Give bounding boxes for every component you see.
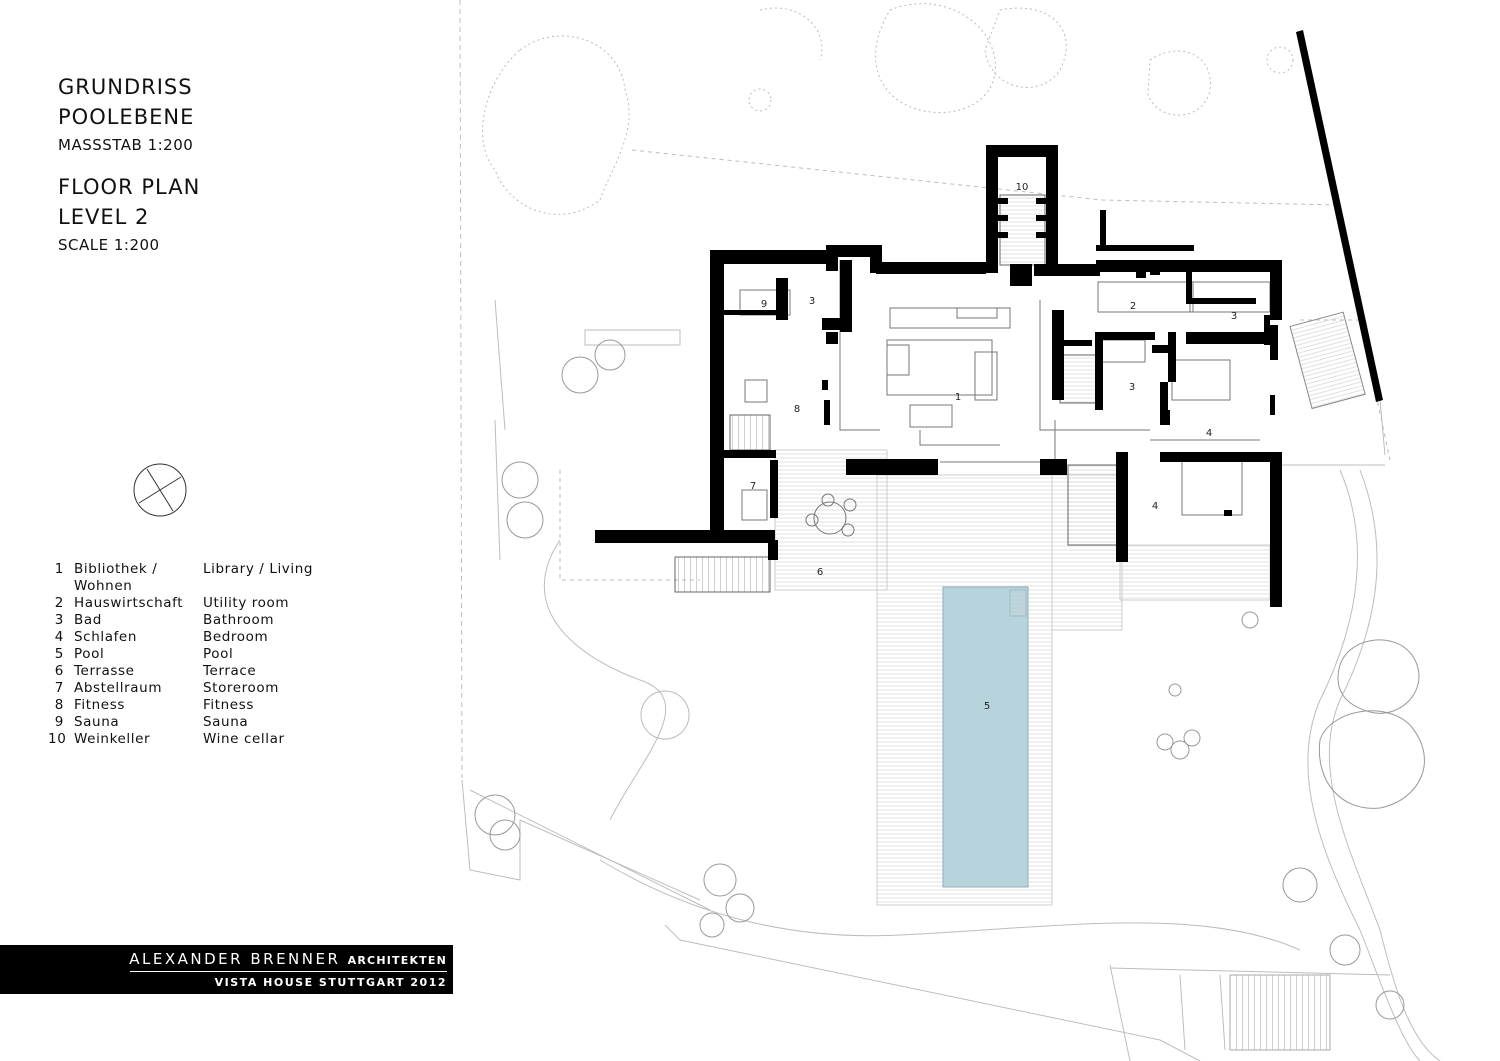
legend-en: Pool	[203, 646, 234, 662]
legend-en: Library / Living	[203, 561, 314, 577]
legend-en: Terrace	[203, 663, 257, 679]
room-label: 5	[984, 701, 990, 712]
room-label: 6	[817, 567, 823, 578]
legend-en: Sauna	[203, 714, 249, 730]
pool	[942, 586, 1029, 888]
walls	[595, 30, 1383, 607]
legend-num: 3	[54, 612, 64, 628]
legend-num: 8	[54, 697, 64, 713]
tree-outlines	[482, 3, 1294, 215]
legend-en: Bedroom	[203, 629, 269, 645]
room-label: 9	[761, 299, 767, 310]
firm-footer: ALEXANDER BRENNER ARCHITEKTEN VISTA HOUS…	[0, 945, 453, 994]
firm-name: ALEXANDER BRENNER ARCHITEKTEN	[129, 950, 447, 968]
stairs	[674, 194, 1366, 1051]
firm-name-text: ALEXANDER BRENNER	[129, 950, 341, 968]
room-label: 1	[955, 392, 961, 403]
room-label: 4	[1206, 428, 1212, 439]
legend-de: Bibliothek /	[74, 561, 158, 577]
legend-de: Bad	[74, 612, 102, 628]
room-label: 10	[1016, 182, 1029, 193]
title-de-line1: GRUNDRISS	[58, 75, 193, 99]
legend-de: Sauna	[74, 714, 120, 730]
firm-suffix: ARCHITEKTEN	[347, 954, 447, 967]
legend-de: Abstellraum	[74, 680, 163, 696]
legend-en: Utility room	[203, 595, 290, 611]
legend-en: Fitness	[203, 697, 254, 713]
legend-de: Weinkeller	[74, 731, 151, 747]
legend-de: Hauswirtschaft	[74, 595, 184, 611]
room-label: 4	[1152, 501, 1158, 512]
legend-de: Terrasse	[74, 663, 135, 679]
footer-divider	[130, 971, 447, 972]
title-en-line1: FLOOR PLAN	[58, 175, 201, 199]
project-name: VISTA HOUSE STUTTGART 2012	[214, 976, 447, 989]
pool-steps	[1009, 589, 1027, 617]
title-en-line2: LEVEL 2	[58, 205, 150, 229]
legend-en: Storeroom	[203, 680, 280, 696]
legend-num: 9	[54, 714, 64, 730]
legend-de: Fitness	[74, 697, 125, 713]
room-label: 3	[809, 296, 815, 307]
legend-num: 4	[54, 629, 64, 645]
room-label: 2	[1130, 301, 1136, 312]
bedroom-terrace	[1119, 544, 1271, 601]
legend-num: 7	[54, 680, 64, 696]
legend-de: Wohnen	[74, 578, 133, 594]
title-block: GRUNDRISS POOLEBENE MASSSTAB 1:200 FLOOR…	[58, 72, 200, 258]
room-label: 8	[794, 404, 800, 415]
north-arrow-icon	[133, 463, 187, 517]
room-label: 7	[750, 481, 756, 492]
title-de-scale: MASSSTAB 1:200	[58, 136, 194, 154]
tree-shapes	[474, 339, 1425, 1020]
title-en-scale: SCALE 1:200	[58, 236, 160, 254]
room-label: 3	[1231, 311, 1237, 322]
legend-en: Wine cellar	[203, 731, 285, 747]
title-de-line2: POOLEBENE	[58, 105, 195, 129]
legend-num: 10	[48, 731, 67, 747]
legend-num: 6	[54, 663, 64, 679]
legend-num: 1	[54, 561, 64, 577]
legend-en: Bathroom	[203, 612, 275, 628]
legend-de: Pool	[74, 646, 105, 662]
legend-de: Schlafen	[74, 629, 137, 645]
legend-num: 2	[54, 595, 64, 611]
room-label: 3	[1129, 382, 1135, 393]
legend-num: 5	[54, 646, 64, 662]
room-labels: 1 2 3 3 3 4 4 5 6 7 8 9 10	[750, 182, 1237, 712]
site-linework	[459, 0, 1441, 1061]
